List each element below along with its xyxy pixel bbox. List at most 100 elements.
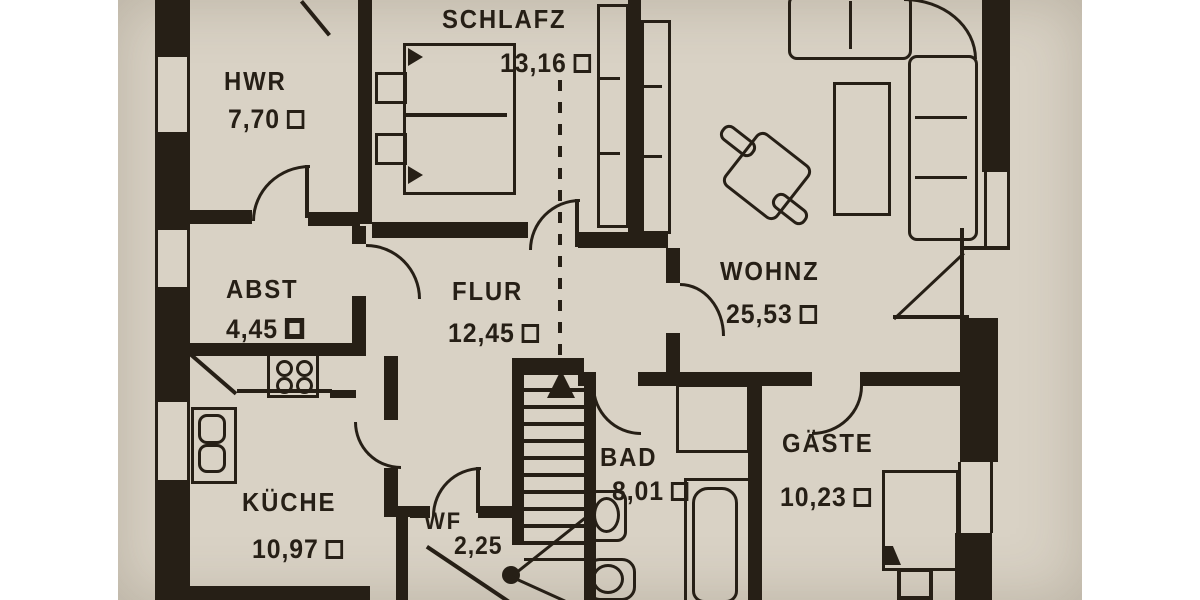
sqm-symbol-icon bbox=[573, 54, 591, 73]
wall bbox=[638, 372, 812, 386]
area-value: 10,97 bbox=[252, 534, 319, 564]
window-sill-line bbox=[960, 246, 1008, 250]
washbasin-icon bbox=[586, 558, 636, 600]
door-arc bbox=[592, 386, 641, 435]
area-value: 25,53 bbox=[726, 299, 793, 329]
sink-basin bbox=[198, 444, 226, 473]
wardrobe-icon bbox=[597, 4, 629, 228]
room-area-kueche: 10,97 bbox=[252, 534, 343, 565]
room-area-flur: 12,45 bbox=[448, 318, 539, 349]
room-label-flur: FLUR bbox=[452, 276, 524, 306]
wall bbox=[960, 318, 998, 462]
wall bbox=[308, 212, 360, 226]
wall bbox=[190, 210, 252, 224]
wall bbox=[628, 0, 641, 238]
area-value: 13,16 bbox=[500, 48, 567, 78]
wall bbox=[584, 372, 596, 600]
coffee-table-icon bbox=[833, 82, 891, 216]
window-icon bbox=[984, 172, 1010, 250]
area-value: 12,45 bbox=[448, 318, 515, 348]
staircase-treads bbox=[524, 371, 584, 561]
toilet-bowl bbox=[593, 497, 620, 533]
sqm-symbol-icon bbox=[670, 482, 688, 501]
counter-corner-line bbox=[189, 353, 238, 396]
sofa-cushion-divider bbox=[849, 1, 852, 49]
wall bbox=[155, 480, 190, 600]
area-value: 7,70 bbox=[228, 104, 281, 134]
sink-basin bbox=[198, 414, 226, 444]
terrace-threshold-line bbox=[893, 315, 969, 319]
sqm-symbol-icon bbox=[799, 305, 817, 324]
wall bbox=[155, 586, 370, 600]
window-icon bbox=[155, 230, 190, 287]
wall bbox=[396, 517, 408, 600]
washing-machine-icon bbox=[676, 384, 750, 453]
wall bbox=[955, 533, 992, 600]
room-area-hwr: 7,70 bbox=[228, 104, 304, 135]
window-icon bbox=[155, 402, 190, 480]
burner-icon bbox=[276, 377, 293, 394]
room-label-hwr: HWR bbox=[224, 66, 287, 96]
stair-walk-line bbox=[509, 575, 566, 600]
bed-pillow bbox=[408, 166, 423, 184]
sofa-icon bbox=[788, 0, 912, 60]
room-label-wf: WF bbox=[424, 508, 463, 535]
wall bbox=[512, 358, 524, 545]
wall bbox=[190, 343, 366, 356]
shelf-divider bbox=[644, 85, 662, 88]
double-bed-icon bbox=[403, 43, 516, 195]
shelf-divider bbox=[644, 155, 662, 158]
room-area-wf: 2,25 bbox=[454, 532, 502, 561]
stair-direction-dashed-line bbox=[558, 80, 562, 368]
toilet-icon bbox=[587, 490, 627, 542]
room-area-bad: 8,01 bbox=[612, 476, 688, 507]
room-label-gaeste: GÄSTE bbox=[782, 428, 874, 458]
wall bbox=[982, 0, 1010, 172]
wall bbox=[384, 468, 398, 506]
wardrobe-divider bbox=[600, 77, 620, 80]
side-table-icon bbox=[897, 568, 933, 600]
bed-divider-line bbox=[406, 113, 507, 117]
bed-pillow bbox=[408, 48, 423, 66]
room-area-gaeste: 10,23 bbox=[780, 482, 871, 513]
wall bbox=[860, 372, 962, 386]
wall bbox=[478, 506, 518, 518]
door-leaf-line bbox=[575, 199, 579, 247]
window-icon bbox=[155, 57, 190, 132]
sqm-symbol-icon bbox=[286, 110, 304, 129]
sofa-cushion-divider bbox=[915, 116, 967, 119]
door-arc bbox=[354, 422, 401, 469]
area-value: 4,45 bbox=[226, 314, 279, 344]
bathtub-icon bbox=[684, 478, 752, 600]
room-label-schlafz: SCHLAFZ bbox=[442, 4, 567, 34]
floorplan-photo: HWR 7,70 SCHLAFZ 13,16 WOHNZ 25,53 ABST … bbox=[118, 0, 1082, 600]
area-value: 8,01 bbox=[612, 476, 665, 506]
door-swing-line bbox=[299, 0, 331, 37]
area-value: 10,23 bbox=[780, 482, 847, 512]
nightstand-icon bbox=[375, 72, 407, 104]
counter-edge bbox=[330, 390, 356, 398]
stair-direction-arrow-icon bbox=[547, 370, 575, 398]
wall bbox=[372, 222, 528, 238]
bathtub-inner bbox=[692, 487, 738, 600]
sqm-symbol-icon bbox=[521, 324, 539, 343]
wall bbox=[578, 232, 668, 248]
room-label-kueche: KÜCHE bbox=[242, 487, 337, 517]
door-leaf-line bbox=[305, 165, 309, 218]
wardrobe-divider bbox=[600, 152, 620, 155]
wall bbox=[155, 0, 190, 57]
stove-icon bbox=[267, 352, 319, 398]
room-area-wohnz: 25,53 bbox=[726, 299, 817, 330]
wall bbox=[352, 296, 366, 350]
sqm-symbol-icon bbox=[284, 318, 304, 339]
door-arc bbox=[529, 199, 580, 250]
wall bbox=[666, 248, 680, 283]
burner-icon bbox=[296, 360, 313, 377]
sofa-cushion-divider bbox=[915, 176, 967, 179]
wall bbox=[155, 287, 190, 402]
washbasin-bowl bbox=[592, 564, 624, 594]
area-value: 2,25 bbox=[454, 532, 503, 560]
nightstand-icon bbox=[375, 133, 407, 165]
room-label-bad: BAD bbox=[600, 442, 658, 472]
